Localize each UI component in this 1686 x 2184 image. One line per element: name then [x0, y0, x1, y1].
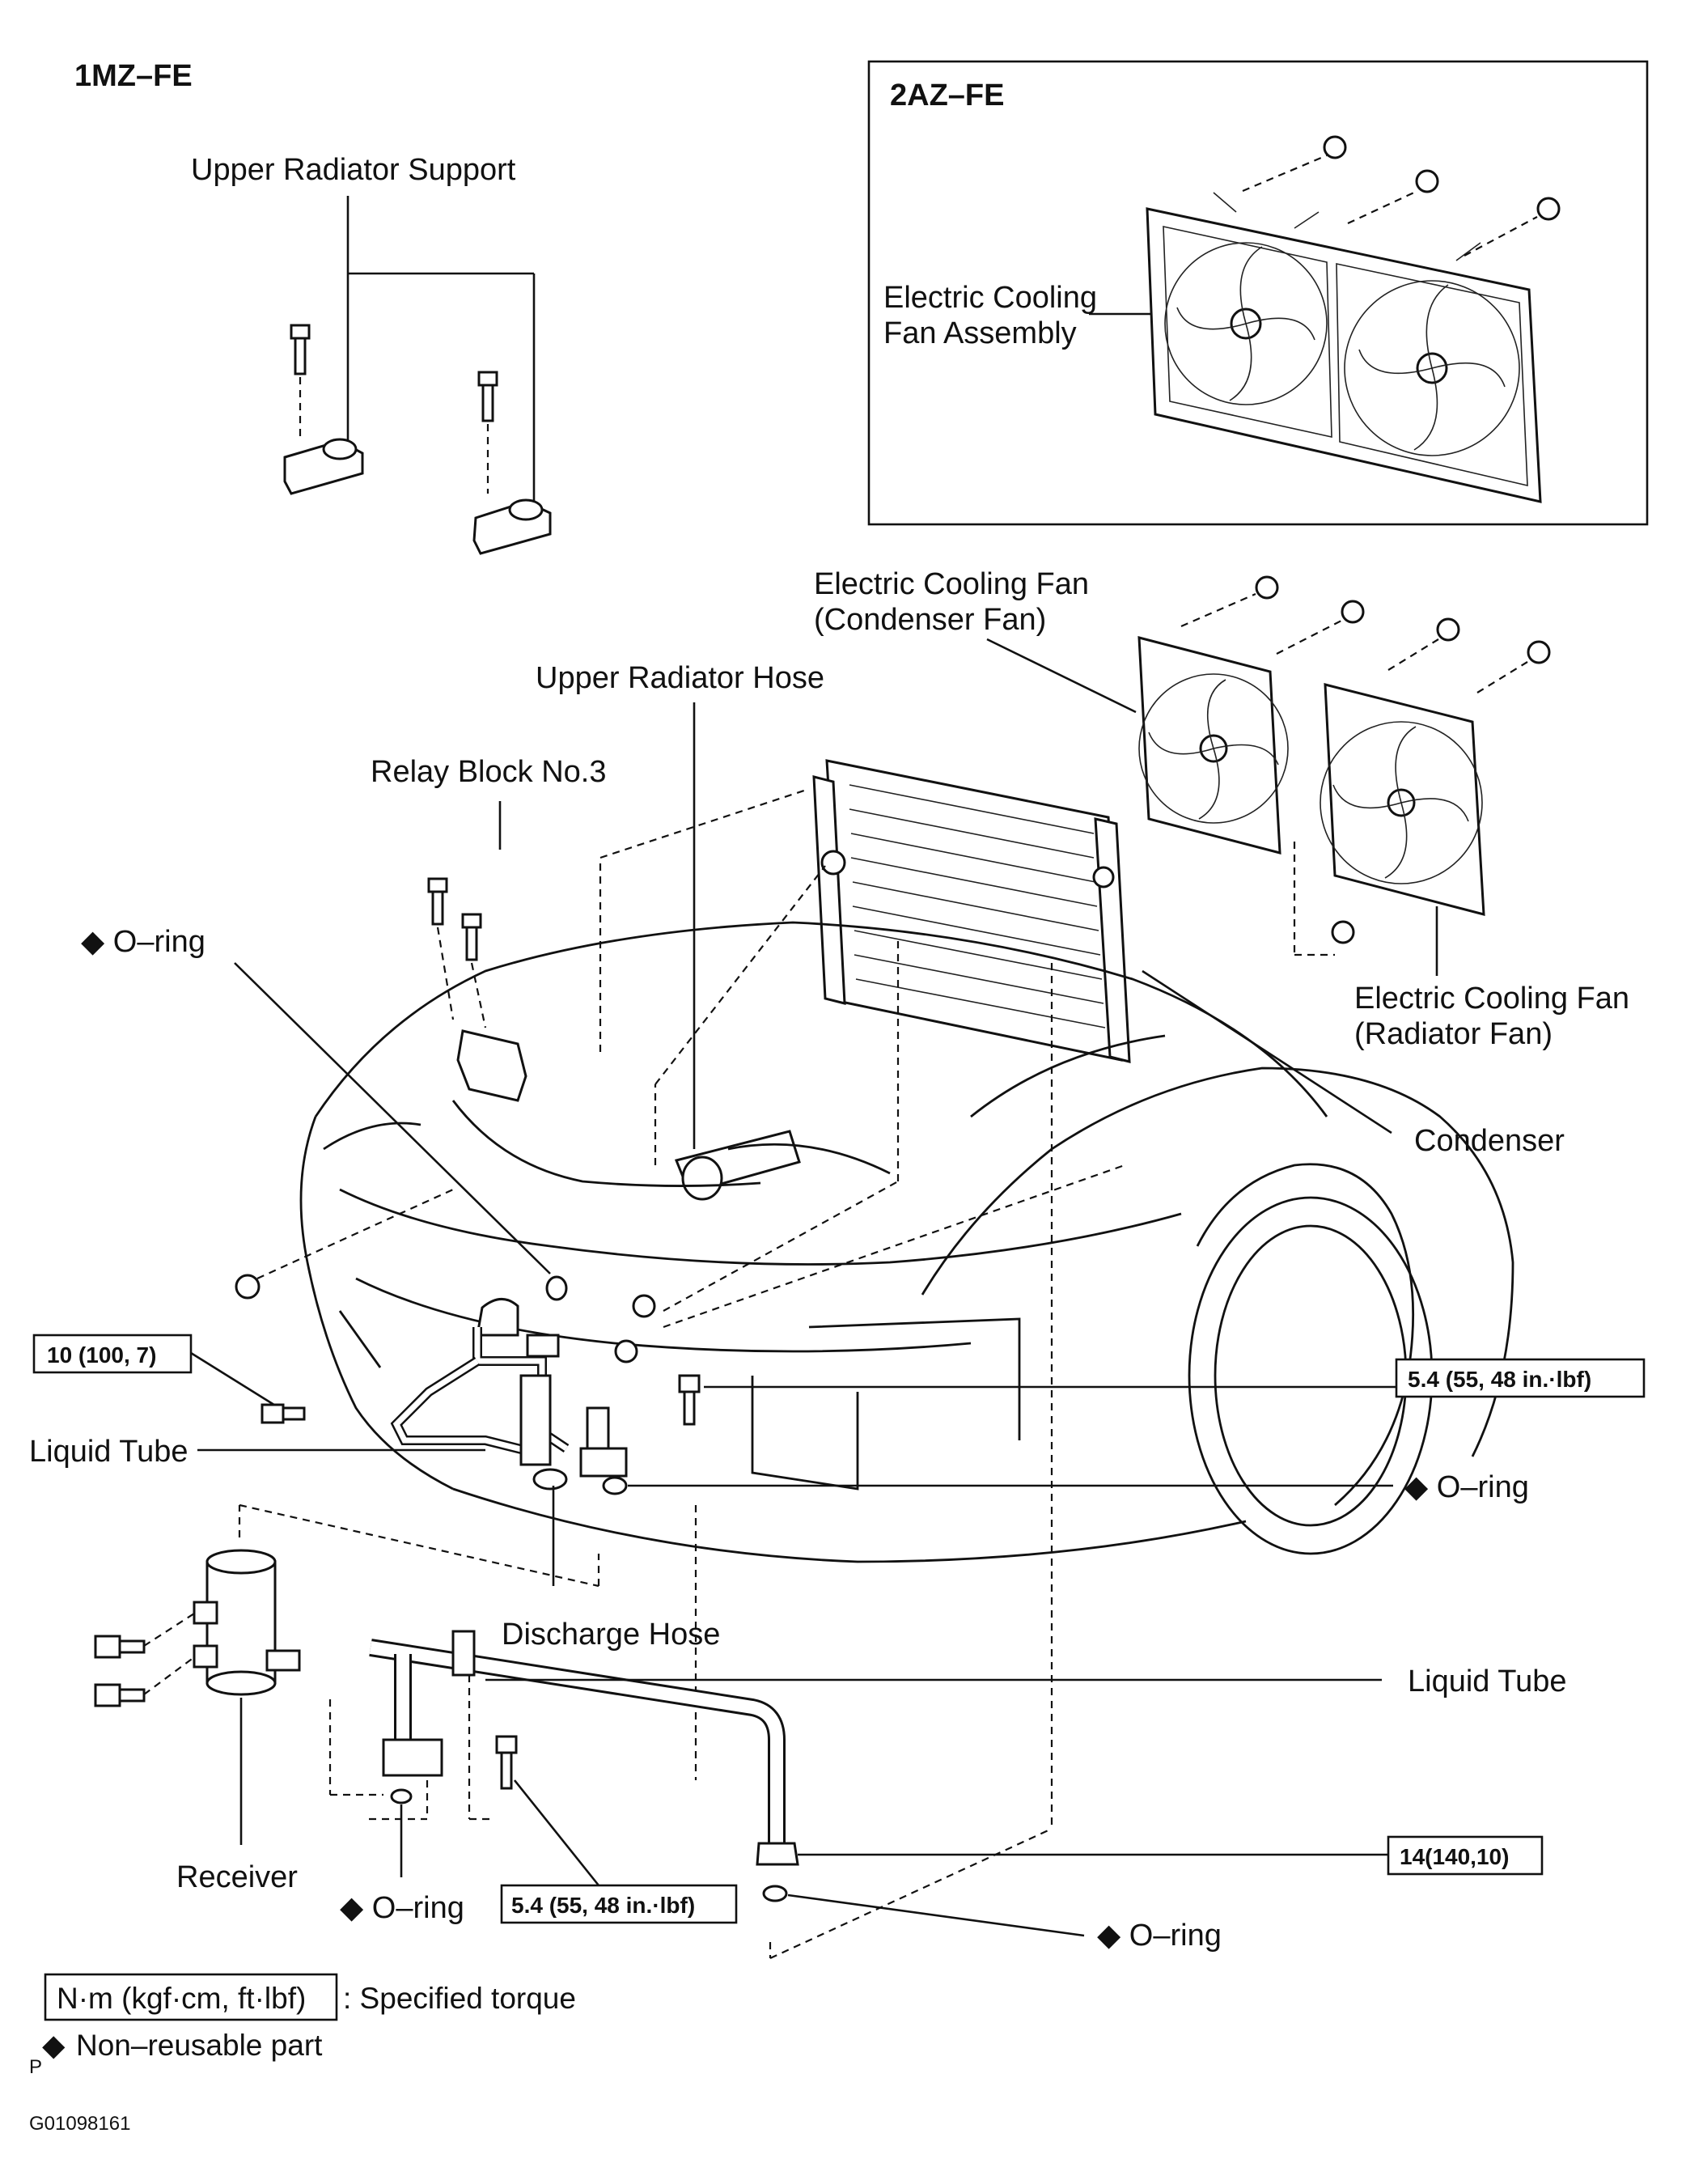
torque-box-right	[1395, 1358, 1646, 1398]
engine-1mz-heading: 1MZ–FE	[74, 59, 193, 93]
diamond-icon: ◆	[1404, 1470, 1429, 1504]
legend-torque-units: N·m (kgf·cm, ft·lbf)	[57, 1982, 306, 2015]
torque-left: 10 (100, 7)	[47, 1342, 156, 1368]
radiator-fan	[1320, 617, 1551, 944]
upper-radiator-support-left	[283, 324, 364, 495]
label-o-ring-bottom-right: ◆ O–ring	[1097, 1919, 1222, 1953]
relay-block	[427, 877, 527, 1102]
torque-box-bottom	[500, 1884, 738, 1924]
condenser-fan	[1137, 575, 1365, 956]
label-condenser-fan-line1: Electric Cooling Fan	[814, 567, 1089, 601]
receiver	[94, 1503, 600, 1707]
label-fan-assembly-line2: Fan Assembly	[883, 316, 1077, 350]
o-ring-top	[545, 1275, 568, 1301]
condenser-leader	[1142, 969, 1392, 1134]
liquid-tube-lower	[328, 1630, 799, 1866]
torque-bottom: 5.4 (55, 48 in.·lbf)	[511, 1893, 695, 1918]
label-liquid-tube-left: Liquid Tube	[29, 1435, 189, 1469]
torque-box-left	[32, 1334, 193, 1374]
o-ring-bottom-right	[762, 1885, 788, 1902]
torque-nut: 14(140,10)	[1400, 1844, 1509, 1869]
legend-non-reusable-text: Non–reusable part	[76, 2029, 323, 2062]
fan-assembly-2az	[1146, 135, 1561, 503]
figure-id: G01098161	[29, 2113, 130, 2135]
legend-diamond-icon: ◆	[42, 2029, 66, 2062]
label-upper-radiator-hose: Upper Radiator Hose	[536, 661, 824, 695]
label-condenser: Condenser	[1414, 1124, 1565, 1158]
label-o-ring-top: ◆ O–ring	[81, 925, 205, 959]
upper-radiator-hose	[674, 1130, 801, 1201]
upper-radiator-support-leaders	[346, 196, 536, 510]
o-ring-top-leader	[234, 962, 551, 1274]
legend-torque-box	[44, 1973, 338, 2021]
label-radiator-fan-line2: (Radiator Fan)	[1354, 1017, 1553, 1051]
label-radiator-fan-line1: Electric Cooling Fan	[1354, 982, 1629, 1016]
diamond-icon: ◆	[81, 925, 105, 959]
label-condenser-fan-line2: (Condenser Fan)	[814, 603, 1046, 637]
label-o-ring-bottom-left: ◆ O–ring	[340, 1891, 464, 1925]
liquid-tube-upper	[390, 1298, 628, 1491]
loose-nuts	[235, 1274, 656, 1363]
diamond-icon: ◆	[340, 1891, 364, 1925]
assembly-dashed-lines	[256, 787, 1125, 1959]
label-fan-assembly-line1: Electric Cooling	[883, 281, 1097, 315]
legend-torque-text: : Specified torque	[343, 1982, 576, 2015]
inset-2az-box	[867, 60, 1649, 526]
label-relay-block: Relay Block No.3	[371, 755, 606, 789]
torque-left-leader	[190, 1351, 277, 1408]
torque-bottom-leader	[513, 1779, 600, 1886]
engine-2az-heading: 2AZ–FE	[890, 78, 1004, 112]
bolt-right	[678, 1374, 701, 1426]
torque-right: 5.4 (55, 48 in.·lbf)	[1408, 1367, 1591, 1392]
label-discharge-hose: Discharge Hose	[502, 1618, 720, 1652]
p-mark: P	[29, 2056, 42, 2078]
torque-box-nut	[1387, 1835, 1544, 1876]
label-liquid-tube-right: Liquid Tube	[1408, 1665, 1567, 1698]
diamond-icon: ◆	[1097, 1919, 1121, 1953]
label-receiver: Receiver	[176, 1860, 298, 1894]
condenser-fan-leader	[986, 638, 1137, 714]
o-ring-bottom-right-leader	[787, 1894, 1085, 1937]
upper-radiator-support-right	[472, 371, 552, 555]
label-upper-radiator-support: Upper Radiator Support	[191, 153, 516, 187]
label-o-ring-right: ◆ O–ring	[1404, 1470, 1529, 1504]
condenser	[812, 759, 1131, 1063]
o-ring-right	[602, 1476, 628, 1495]
bolt-left	[261, 1403, 306, 1424]
